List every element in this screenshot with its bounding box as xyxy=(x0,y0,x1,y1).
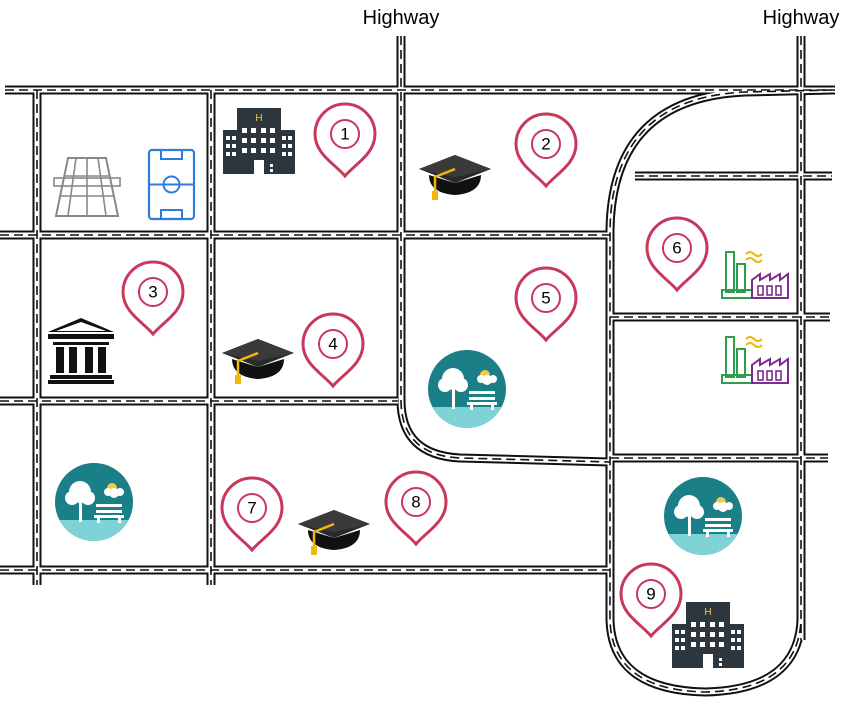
location-marker-3[interactable]: 3 xyxy=(121,260,185,336)
location-marker-8[interactable]: 8 xyxy=(384,470,448,546)
hospital-sign: H xyxy=(704,607,711,618)
location-marker-9[interactable]: 9 xyxy=(619,562,683,638)
park-icon xyxy=(427,350,507,431)
hospital-building-icon: H xyxy=(223,108,295,174)
road-network xyxy=(0,36,835,697)
location-marker-4[interactable]: 4 xyxy=(301,312,365,388)
graduation-cap-icon xyxy=(296,508,372,557)
marker-label: 8 xyxy=(411,493,420,512)
park-icon xyxy=(663,477,743,558)
location-marker-6[interactable]: 6 xyxy=(645,216,709,292)
soccer-field-icon xyxy=(147,148,196,221)
marker-label: 9 xyxy=(646,585,655,604)
hospital-building-icon: H xyxy=(672,602,744,668)
tennis-court-icon xyxy=(53,157,121,217)
location-marker-1[interactable]: 1 xyxy=(313,102,377,178)
park-icon xyxy=(54,463,134,544)
graduation-cap-icon xyxy=(417,153,493,202)
marker-label: 1 xyxy=(340,125,349,144)
location-marker-5[interactable]: 5 xyxy=(514,266,578,342)
road-layer xyxy=(0,36,835,695)
graduation-cap-icon xyxy=(220,337,296,386)
factory-icon xyxy=(721,336,789,384)
factory-icon xyxy=(721,251,789,299)
marker-label: 2 xyxy=(541,135,550,154)
marker-label: 3 xyxy=(148,283,157,302)
road-segment xyxy=(398,399,611,465)
marker-label: 6 xyxy=(672,239,681,258)
highway-label-right: Highway xyxy=(763,7,840,29)
location-marker-2[interactable]: 2 xyxy=(514,112,578,188)
hospital-sign: H xyxy=(255,113,262,124)
highway-label-left: Highway xyxy=(363,7,440,29)
location-marker-7[interactable]: 7 xyxy=(220,476,284,552)
road-layer xyxy=(0,36,835,693)
marker-label: 4 xyxy=(328,335,337,354)
museum-icon xyxy=(48,318,114,384)
road-segment xyxy=(400,399,611,463)
road-layer xyxy=(0,36,835,697)
road-segment xyxy=(609,89,833,693)
marker-label: 5 xyxy=(541,289,550,308)
marker-label: 7 xyxy=(247,499,256,518)
